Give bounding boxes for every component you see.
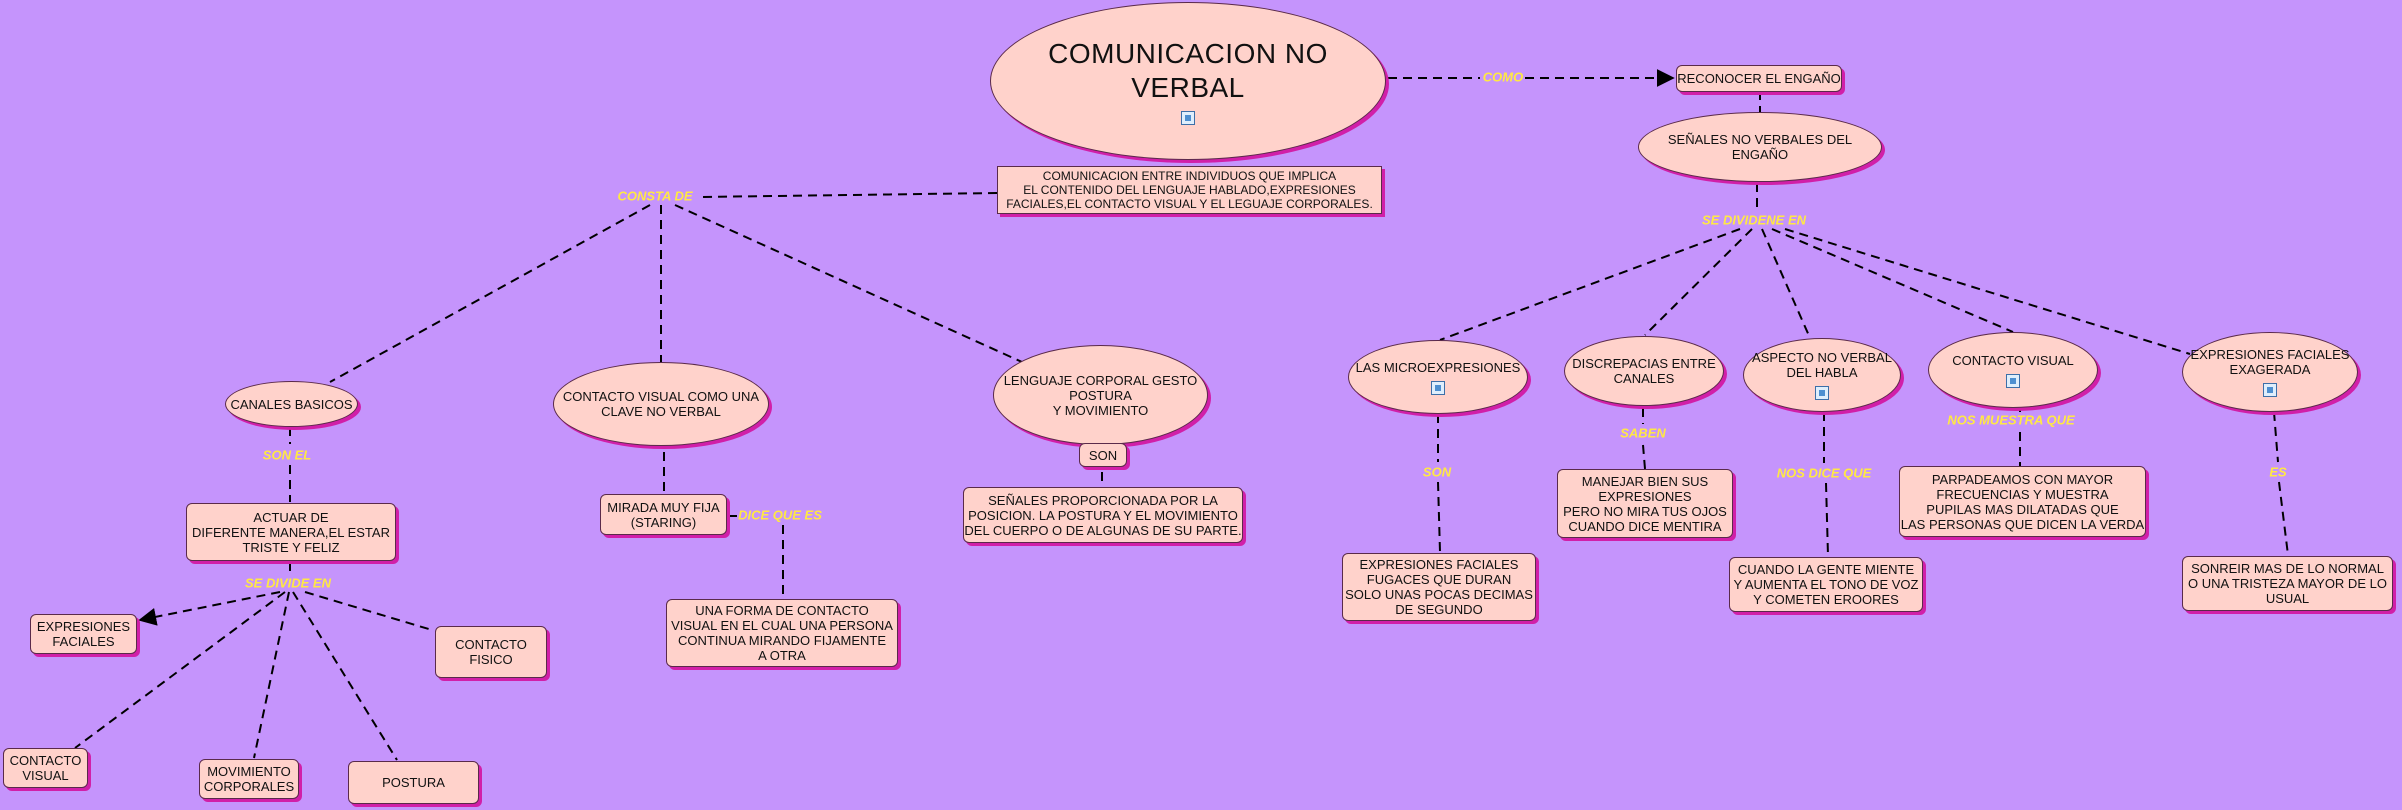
edge-dividen-micro — [1439, 228, 1741, 341]
actuar-node: ACTUAR DE DIFERENTE MANERA,EL ESTAR TRIS… — [186, 503, 396, 561]
edge-es-sonreir — [2278, 481, 2289, 556]
canales-basicos-node: CANALES BASICOS — [225, 381, 358, 427]
contacto-visual-right-node: CONTACTO VISUAL — [1928, 332, 2098, 408]
edge-definition-constade — [699, 192, 998, 198]
edge-constade-lenguaje — [674, 204, 1023, 363]
edge-divide-postura — [292, 591, 398, 761]
edge-divide-fisico — [304, 591, 433, 631]
postura-node: POSTURA — [348, 761, 479, 804]
title-node: COMUNICACION NO VERBAL — [990, 2, 1386, 160]
edge-dividen-aspecto — [1761, 228, 1811, 339]
discrepancias-node: DISCREPACIAS ENTRE CANALES — [1564, 336, 1724, 406]
link-se-divide-en: SE DIVIDE EN — [245, 575, 331, 591]
picture-icon[interactable] — [2263, 383, 2277, 397]
parpadeamos-node: PARPADEAMOS CON MAYOR FRECUENCIAS Y MUES… — [1899, 466, 2146, 537]
expresiones-fugaces-node: EXPRESIONES FACIALES FUGACES QUE DURAN S… — [1342, 553, 1536, 621]
microexpresiones-label: LAS MICROEXPRESIONES — [1355, 359, 1521, 375]
mirada-fija-node: MIRADA MUY FIJA (STARING) — [600, 494, 727, 535]
edge-divide-contacto — [74, 591, 286, 749]
picture-icon[interactable] — [1181, 111, 1195, 125]
link-saben: SABEN — [1620, 425, 1666, 441]
expresiones-faciales-node: EXPRESIONES FACIALES — [30, 614, 137, 654]
contacto-fisico-node: CONTACTO FISICO — [435, 626, 547, 678]
aspecto-habla-node: ASPECTO NO VERBAL DEL HABLA — [1743, 338, 1901, 412]
forma-contacto-node: UNA FORMA DE CONTACTO VISUAL EN EL CUAL … — [666, 599, 898, 667]
picture-icon[interactable] — [2006, 373, 2020, 388]
picture-icon[interactable] — [1431, 380, 1445, 395]
gente-miente-node: CUANDO LA GENTE MIENTE Y AUMENTA EL TONO… — [1729, 557, 1923, 612]
expresiones-exagerada-node: EXPRESIONES FACIALES EXAGERADA — [2182, 332, 2358, 412]
son-box-node: SON — [1079, 443, 1127, 467]
edge-divide-movimiento — [253, 591, 290, 759]
microexpresiones-node: LAS MICROEXPRESIONES — [1348, 340, 1528, 414]
edge-son-fugaces — [1437, 481, 1441, 553]
aspecto-habla-label: ASPECTO NO VERBAL DEL HABLA — [1752, 350, 1892, 380]
edge-dividen-expresiones — [1784, 228, 2191, 355]
manejar-bien-node: MANEJAR BIEN SUS EXPRESIONES PERO NO MIR… — [1557, 469, 1733, 538]
expresiones-exagerada-label: EXPRESIONES FACIALES EXAGERADA — [2190, 347, 2350, 377]
edge-dividen-discrepancias — [1644, 228, 1753, 336]
contacto-visual-left-node: CONTACTO VISUAL — [3, 748, 88, 788]
picture-icon[interactable] — [1815, 386, 1829, 400]
sonreir-node: SONREIR MAS DE LO NORMAL O UNA TRISTEZA … — [2182, 556, 2393, 611]
title-text: COMUNICACION NO VERBAL — [1048, 38, 1328, 103]
link-nos-muestra-que: NOS MUESTRA QUE — [1947, 412, 2075, 428]
senales-engano-node: SEÑALES NO VERBALES DEL ENGAÑO — [1638, 112, 1882, 182]
edge-expresiones-es — [2273, 411, 2279, 463]
lenguaje-corporal-node: LENGUAJE CORPORAL GESTO POSTURA Y MOVIMI… — [993, 345, 1208, 445]
edge-constade-canales — [329, 204, 651, 383]
link-como: COMO — [1482, 69, 1524, 85]
senales-proporcionada-node: SEÑALES PROPORCIONADA POR LA POSICION. L… — [963, 487, 1243, 543]
edge-saben-manejar — [1642, 444, 1646, 470]
link-consta-de: CONSTA DE — [617, 188, 693, 204]
definition-node: COMUNICACION ENTRE INDIVIDUOS QUE IMPLIC… — [997, 166, 1382, 214]
link-son: SON — [1422, 464, 1452, 480]
movimiento-corporales-node: MOVIMIENTO CORPORALES — [199, 759, 299, 799]
edge-nosdice-gente — [1825, 482, 1829, 557]
contacto-visual-right-label: CONTACTO VISUAL — [1952, 352, 2074, 368]
link-nos-dice-que: NOS DICE QUE — [1776, 465, 1872, 481]
edge-divide-expresiones — [138, 591, 281, 626]
link-es: ES — [2269, 464, 2287, 480]
link-se-dividen-en: SE DIVIDENE EN — [1701, 212, 1807, 228]
link-dice-que-es: DICE QUE ES — [738, 507, 822, 523]
reconocer-engano-node: RECONOCER EL ENGAÑO — [1676, 65, 1842, 92]
edge-dividen-contacto — [1771, 228, 2014, 333]
link-son-el: SON EL — [262, 447, 312, 463]
contacto-visual-clave-node: CONTACTO VISUAL COMO UNA CLAVE NO VERBAL — [553, 362, 769, 446]
